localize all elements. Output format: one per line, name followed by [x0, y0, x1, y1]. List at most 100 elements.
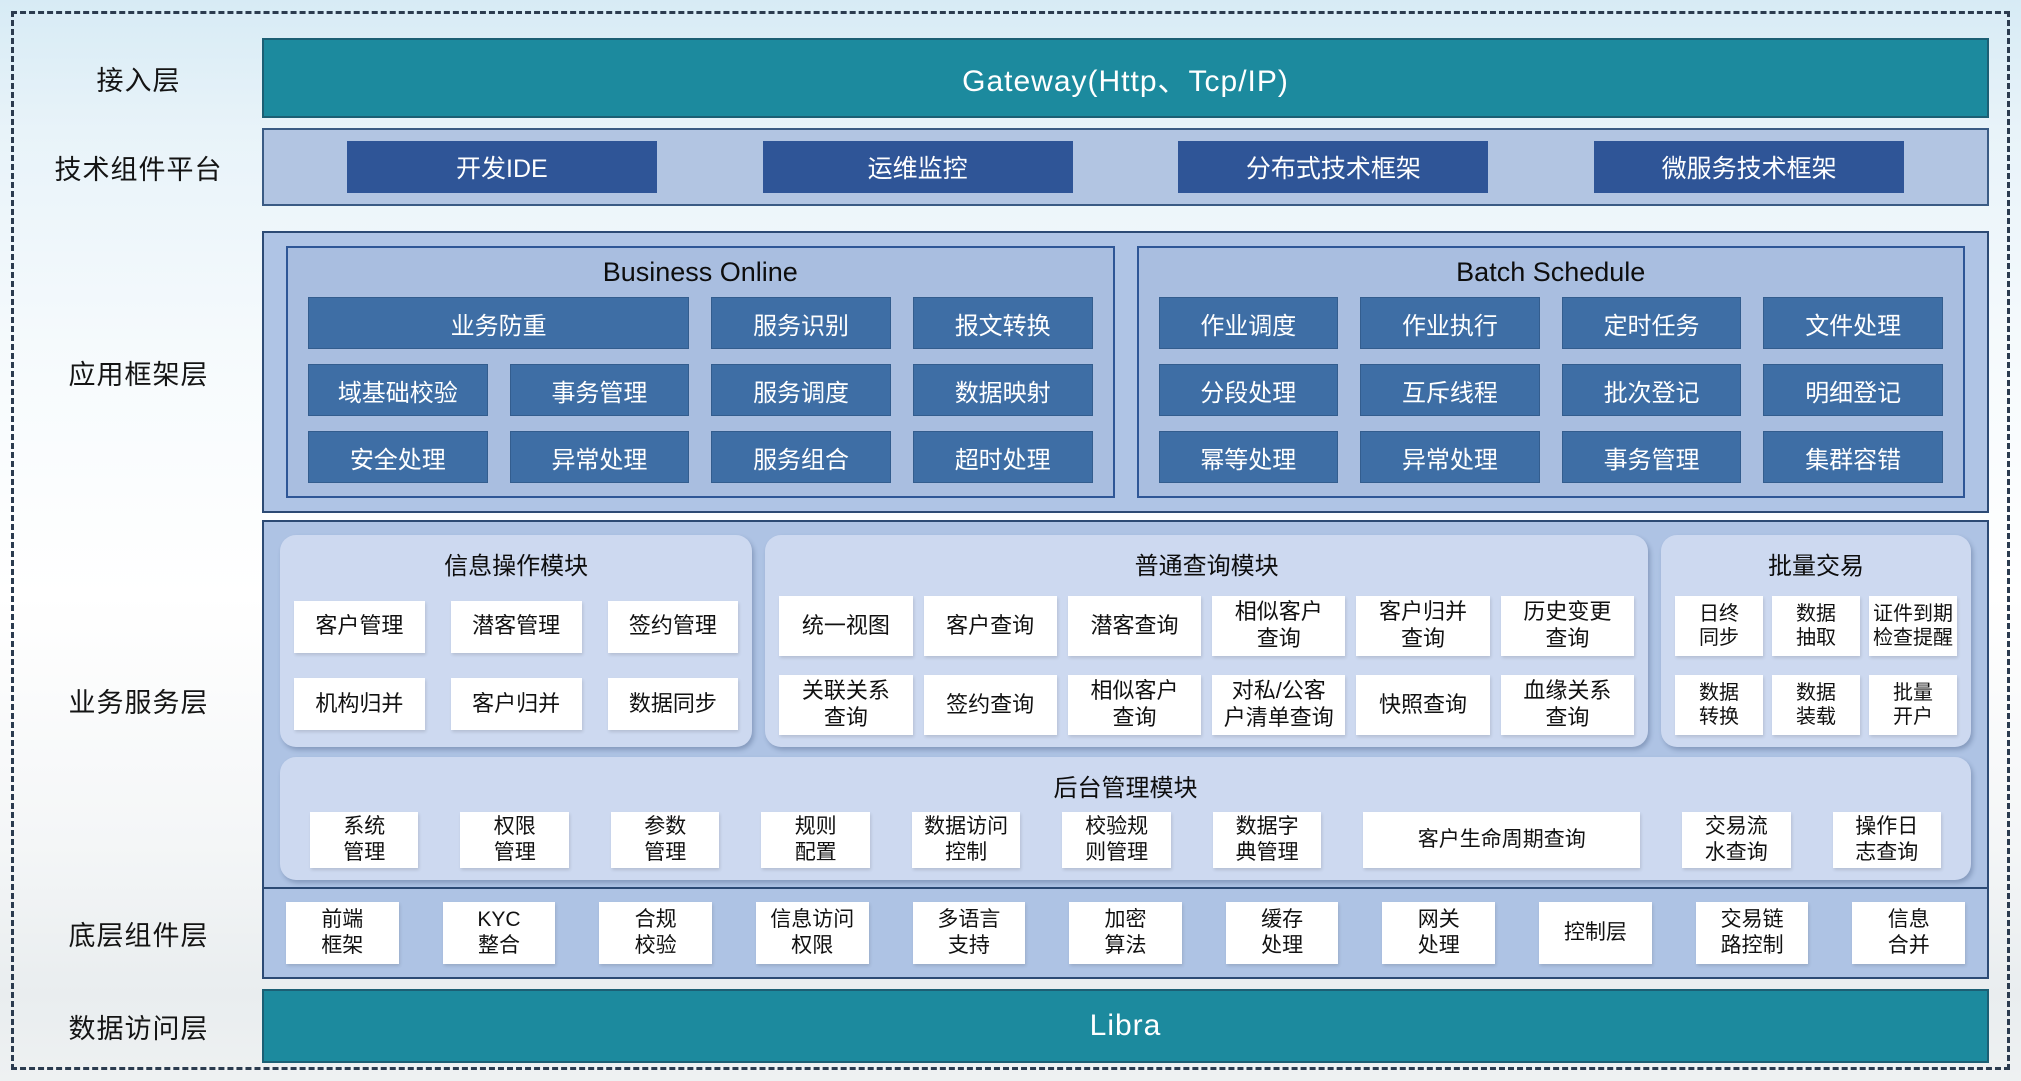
- batch-schedule-box: 分段处理: [1158, 364, 1339, 416]
- admin-module-box: 客户生命周期查询: [1363, 812, 1641, 868]
- base-component-box: 缓存 处理: [1225, 902, 1339, 964]
- business-online-panel: Business Online 业务防重服务识别报文转换域基础校验事务管理服务调…: [286, 246, 1115, 498]
- info-module-grid: 客户管理潜客管理签约管理机构归并客户归并数据同步: [294, 590, 739, 741]
- business-online-box: 事务管理: [509, 364, 690, 416]
- info-module-box: 客户管理: [294, 600, 425, 653]
- batch-trade-title: 批量交易: [1767, 553, 1864, 580]
- business-services-top: 信息操作模块 客户管理潜客管理签约管理机构归并客户归并数据同步 普通查询模块 统…: [280, 535, 1971, 747]
- architecture-diagram: 接入层 Gateway(Http、Tcp/IP) 技术组件平台 开发IDE 运维监…: [15, 15, 2006, 1066]
- business-services-panel: 信息操作模块 客户管理潜客管理签约管理机构归并客户归并数据同步 普通查询模块 统…: [262, 520, 1989, 895]
- admin-module-box: 权限 管理: [460, 812, 569, 868]
- query-module-box: 客户归并 查询: [1356, 596, 1490, 656]
- batch-schedule-box: 作业执行: [1360, 297, 1540, 349]
- base-component-box: 合规 校验: [599, 902, 712, 964]
- query-module-box: 历史变更 查询: [1500, 596, 1634, 656]
- base-component-box: 前端 框架: [286, 902, 399, 964]
- info-module-box: 签约管理: [607, 600, 739, 653]
- batch-schedule-grid: 作业调度作业执行定时任务文件处理分段处理互斥线程批次登记明细登记幂等处理异常处理…: [1158, 297, 1943, 486]
- access-layer-row: 接入层 Gateway(Http、Tcp/IP): [15, 38, 2006, 118]
- libra-bar: Libra: [262, 989, 1989, 1063]
- batch-schedule-box: 幂等处理: [1158, 431, 1339, 483]
- query-module-box: 相似客户 查询: [1212, 596, 1346, 656]
- query-module-box: 签约查询: [923, 675, 1057, 735]
- business-online-box: 异常处理: [509, 431, 690, 483]
- batch-trade-panel: 批量交易 日终 同步数据 抽取证件到期 检查提醒数据 转换数据 装载批量 开户: [1660, 535, 1971, 747]
- admin-module-grid: 系统 管理权限 管理参数 管理规则 配置数据访问 控制校验规 则管理数据字 典管…: [294, 812, 1957, 874]
- tech-component-box: 分布式技术框架: [1178, 141, 1489, 193]
- tech-component-box: 运维监控: [762, 141, 1073, 193]
- batch-schedule-panel: Batch Schedule 作业调度作业执行定时任务文件处理分段处理互斥线程批…: [1136, 246, 1965, 498]
- query-module-box: 血缘关系 查询: [1500, 675, 1634, 735]
- base-component-box: 控制层: [1539, 902, 1652, 964]
- app-framework-row: 应用框架层 Business Online 业务防重服务识别报文转换域基础校验事…: [15, 231, 2006, 513]
- admin-module-box: 数据访问 控制: [911, 812, 1021, 868]
- business-online-box: 报文转换: [912, 297, 1093, 349]
- business-online-box: 数据映射: [912, 364, 1093, 416]
- business-services-label: 业务服务层: [68, 687, 209, 718]
- query-module-box: 统一视图: [779, 596, 913, 656]
- query-module-grid: 统一视图客户查询潜客查询相似客户 查询客户归并 查询历史变更 查询关联关系 查询…: [779, 590, 1634, 741]
- batch-trade-box: 数据 装载: [1771, 675, 1860, 735]
- base-components-panel: 前端 框架 KYC 整合合规 校验信息访问 权限多语言 支持加密 算法缓存 处理网…: [262, 887, 1989, 979]
- query-module-box: 关联关系 查询: [779, 675, 913, 735]
- query-module-box: 客户查询: [923, 596, 1057, 656]
- info-module-box: 潜客管理: [450, 600, 582, 653]
- base-component-box: KYC 整合: [442, 902, 556, 964]
- batch-trade-box: 日终 同步: [1674, 596, 1763, 656]
- batch-schedule-box: 异常处理: [1360, 431, 1540, 483]
- data-access-label: 数据访问层: [68, 1013, 209, 1044]
- base-component-box: 网关 处理: [1382, 902, 1496, 964]
- base-components-row: 底层组件层 前端 框架 KYC 整合合规 校验信息访问 权限多语言 支持加密 算法…: [15, 887, 2006, 979]
- business-online-box: 域基础校验: [308, 364, 488, 416]
- batch-schedule-box: 互斥线程: [1360, 364, 1540, 416]
- batch-trade-box: 数据 抽取: [1771, 596, 1860, 656]
- batch-trade-box: 批量 开户: [1868, 675, 1957, 735]
- query-module-box: 潜客查询: [1067, 596, 1202, 656]
- access-layer-label: 接入层: [96, 65, 181, 96]
- info-module-panel: 信息操作模块 客户管理潜客管理签约管理机构归并客户归并数据同步: [280, 535, 753, 747]
- base-component-box: 加密 算法: [1069, 902, 1182, 964]
- info-module-box: 客户归并: [450, 678, 582, 731]
- info-module-box: 机构归并: [294, 678, 425, 731]
- admin-module-box: 参数 管理: [610, 812, 720, 868]
- admin-module-box: 交易流 水查询: [1682, 812, 1791, 868]
- admin-module-box: 操作日 志查询: [1832, 812, 1941, 868]
- batch-trade-box: 证件到期 检查提醒: [1868, 596, 1957, 656]
- admin-module-box: 规则 配置: [761, 812, 870, 868]
- gateway-bar: Gateway(Http、Tcp/IP): [262, 38, 1989, 118]
- admin-module-box: 校验规 则管理: [1062, 812, 1171, 868]
- batch-schedule-box: 集群容错: [1763, 431, 1943, 483]
- info-module-title: 信息操作模块: [444, 553, 589, 580]
- admin-module-panel: 后台管理模块 系统 管理权限 管理参数 管理规则 配置数据访问 控制校验规 则管…: [280, 757, 1971, 880]
- query-module-title: 普通查询模块: [1134, 553, 1279, 580]
- business-online-box: 服务调度: [711, 364, 891, 416]
- batch-schedule-box: 批次登记: [1561, 364, 1742, 416]
- base-component-box: 多语言 支持: [912, 902, 1026, 964]
- business-online-box: 超时处理: [912, 431, 1093, 483]
- query-module-box: 快照查询: [1356, 675, 1490, 735]
- business-online-box: 服务组合: [711, 431, 891, 483]
- batch-schedule-title: Batch Schedule: [1456, 257, 1646, 287]
- info-module-box: 数据同步: [607, 678, 739, 731]
- app-framework-label: 应用框架层: [68, 359, 209, 390]
- app-framework-panel: Business Online 业务防重服务识别报文转换域基础校验事务管理服务调…: [262, 231, 1989, 513]
- business-services-row: 业务服务层 信息操作模块 客户管理潜客管理签约管理机构归并客户归并数据同步 普通…: [15, 520, 2006, 895]
- batch-schedule-box: 定时任务: [1561, 297, 1742, 349]
- base-components-label: 底层组件层: [68, 920, 209, 951]
- business-online-box: 业务防重: [308, 297, 690, 349]
- base-component-box: 信息访问 权限: [755, 902, 869, 964]
- batch-schedule-box: 明细登记: [1763, 364, 1943, 416]
- admin-module-title: 后台管理模块: [1053, 775, 1198, 802]
- business-online-title: Business Online: [602, 257, 798, 287]
- tech-component-box: 开发IDE: [346, 141, 657, 193]
- base-component-box: 交易链 路控制: [1695, 902, 1809, 964]
- business-online-box: 服务识别: [711, 297, 891, 349]
- admin-module-box: 系统 管理: [310, 812, 419, 868]
- data-access-row: 数据访问层 Libra: [15, 989, 2006, 1063]
- query-module-box: 对私/公客 户清单查询: [1212, 675, 1346, 735]
- batch-trade-box: 数据 转换: [1674, 675, 1763, 735]
- tech-platform-label: 技术组件平台: [54, 154, 223, 185]
- query-module-panel: 普通查询模块 统一视图客户查询潜客查询相似客户 查询客户归并 查询历史变更 查询…: [765, 535, 1648, 747]
